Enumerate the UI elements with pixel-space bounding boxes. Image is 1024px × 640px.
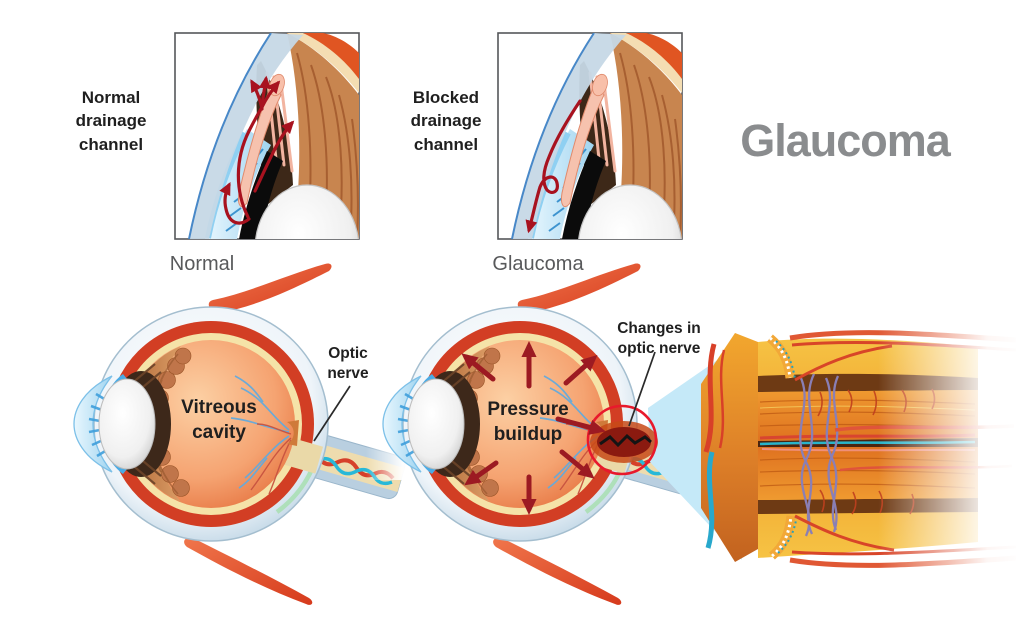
optic-nerve-label: Optic nerve <box>327 345 369 382</box>
normal-flow-arrows <box>219 75 295 225</box>
normal-drainage-label: Normal drainage channel <box>75 88 147 154</box>
pressure-buildup-label: Pressure buildup <box>487 399 569 445</box>
vitreous-cavity-label: Vitreous cavity <box>181 397 257 443</box>
highlight-circle <box>586 404 658 476</box>
blocked-drainage-label: Blocked drainage channel <box>410 88 482 154</box>
damaged-optic-nerve <box>586 404 658 476</box>
inset-normal-caption: Normal <box>169 253 235 275</box>
inset-blocked-box <box>497 32 683 240</box>
blocked-flow-arrow <box>525 99 582 234</box>
page-title: Glaucoma <box>740 115 951 166</box>
optic-nerve-pointer-line <box>313 385 351 442</box>
inset-normal-box <box>174 32 360 240</box>
optic-nerve-zoom <box>701 316 1024 576</box>
changes-pointer-line <box>628 351 656 427</box>
pressure-arrows <box>461 341 606 515</box>
changes-optic-nerve-label: Changes in optic nerve <box>617 320 701 357</box>
inset-glaucoma-caption: Glaucoma <box>492 253 584 275</box>
